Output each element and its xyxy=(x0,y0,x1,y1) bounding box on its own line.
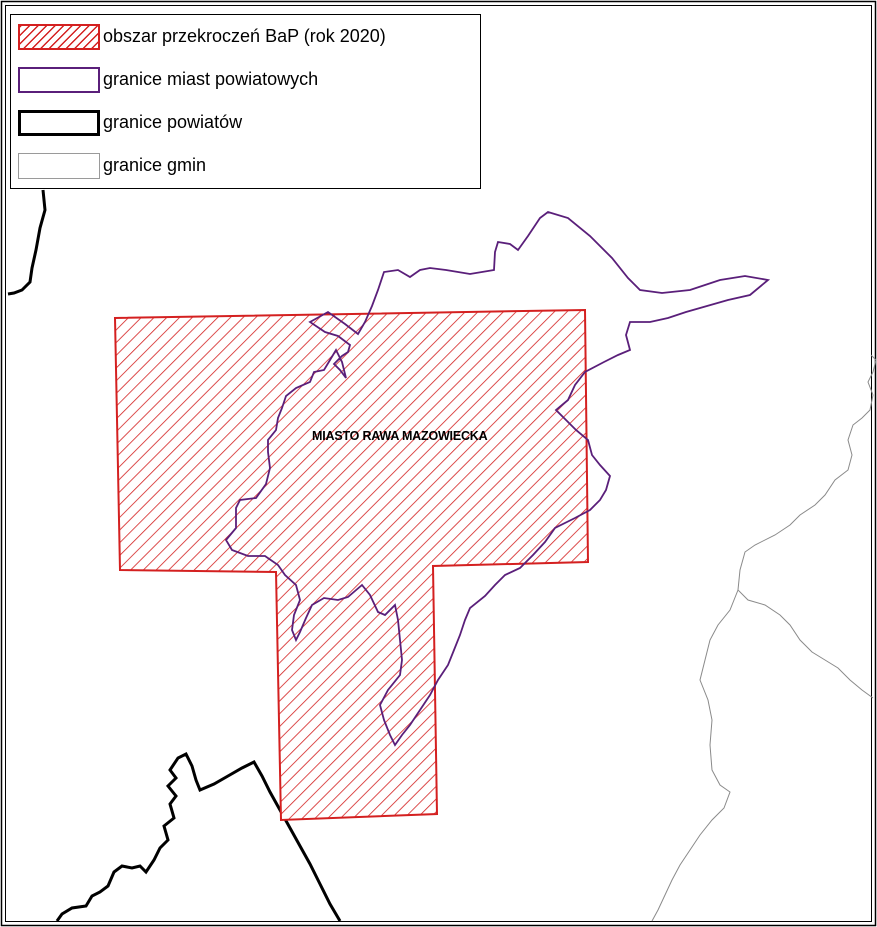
map-border-inner xyxy=(5,5,872,922)
city-name-label: MIASTO RAWA MAZOWIECKA xyxy=(312,429,488,443)
legend-item-commune-boundaries: granice gmin xyxy=(11,146,480,186)
legend-label: granice gmin xyxy=(103,155,207,175)
legend-item-bap-exceedance: obszar przekroczeń BaP (rok 2020) xyxy=(11,17,480,57)
legend-label: granice miast powiatowych xyxy=(103,69,319,89)
legend-label: obszar przekroczeń BaP (rok 2020) xyxy=(103,26,386,46)
bap-exceedance-area xyxy=(113,308,590,822)
city-boundary-rawa-mazowiecka xyxy=(224,211,771,747)
county-boundary-northwest xyxy=(7,189,47,296)
red-hatch-swatch-icon xyxy=(18,24,100,50)
commune-boundary-east xyxy=(737,354,877,699)
purple-outline-swatch-icon xyxy=(18,67,100,93)
legend-label: granice powiatów xyxy=(103,112,243,132)
map-legend: obszar przekroczeń BaP (rok 2020) granic… xyxy=(10,14,481,189)
county-boundary-south xyxy=(55,751,342,922)
legend-item-city-boundaries: granice miast powiatowych xyxy=(11,60,480,100)
thin-grey-outline-swatch-icon xyxy=(18,153,100,179)
commune-boundary-southeast xyxy=(651,589,739,922)
legend-item-county-boundaries: granice powiatów xyxy=(11,103,480,143)
thick-black-outline-swatch-icon xyxy=(18,110,100,136)
